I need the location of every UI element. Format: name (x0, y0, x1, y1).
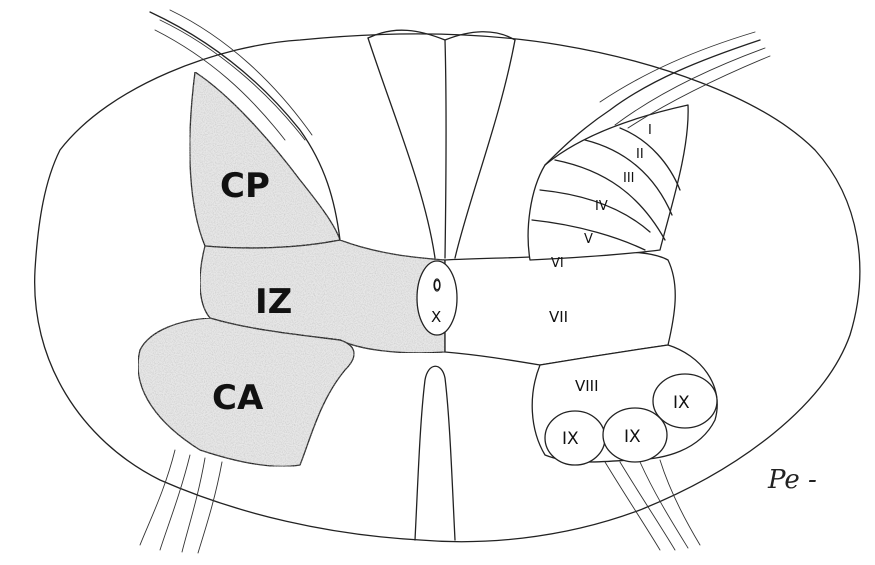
lamina-label-vi: VI (551, 256, 564, 271)
ventral-root-right (620, 462, 675, 550)
region-label-ca: CA (212, 378, 264, 418)
dorsal-root-right-fiber (600, 32, 755, 102)
lamina-label-ix-2: IX (562, 429, 579, 449)
region-label-cp: CP (220, 166, 270, 206)
lamina-label-iii: III (623, 171, 635, 186)
ventral-root-right (660, 460, 700, 545)
lamina-label-x: X (431, 308, 441, 326)
dorsal-root-right-fiber (615, 48, 765, 125)
lamina-label-ix-1: IX (673, 393, 690, 413)
ventral-median-fissure (415, 366, 455, 540)
posterior-column-right (455, 40, 515, 258)
lamina-label-iv: IV (595, 199, 608, 214)
posterior-median-septum (445, 40, 446, 258)
lamina-label-v: V (584, 232, 593, 247)
lamina-label-viii: VIII (575, 377, 599, 395)
ventral-root-right (605, 462, 660, 550)
ventral-root-left (160, 455, 190, 550)
central-canal-label: 0 (433, 279, 441, 294)
lamina-label-i: I (648, 123, 652, 138)
posterior-column-left (368, 38, 435, 258)
artist-signature: Pe - (767, 465, 817, 495)
region-label-iz: IZ (255, 282, 292, 322)
lamina-label-ix-3: IX (624, 427, 641, 447)
lamina-label-ii: II (636, 147, 644, 162)
posterior-column-cap (368, 30, 515, 40)
ventral-root-left (140, 450, 175, 545)
lamina-label-vii: VII (549, 308, 568, 326)
dorsal-horn-right (528, 105, 688, 260)
